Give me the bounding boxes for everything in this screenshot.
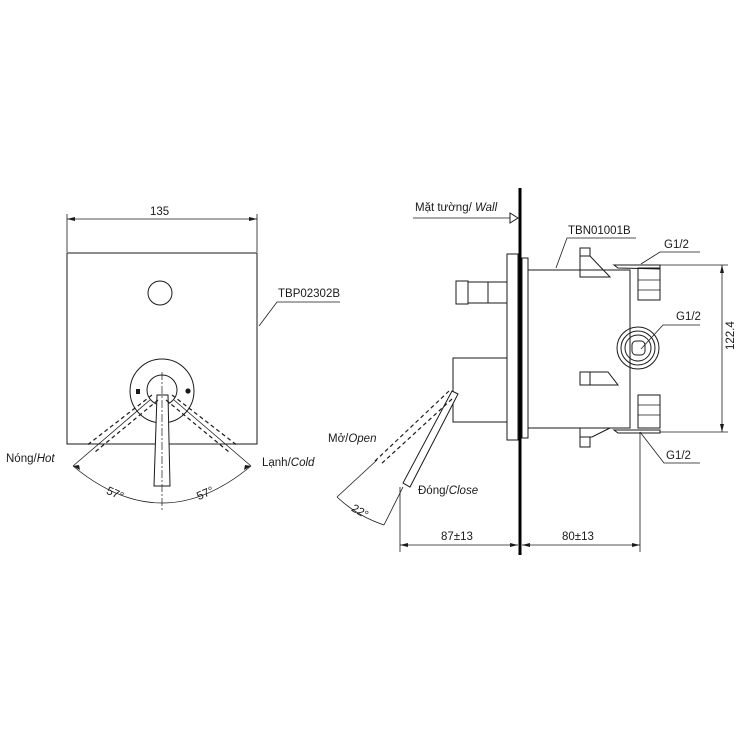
cold-indicator-icon xyxy=(185,388,191,394)
hot-angle: 57° xyxy=(104,485,125,503)
width-dimension: 135 xyxy=(150,206,169,218)
hot-indicator-icon xyxy=(136,389,140,394)
bottom-port xyxy=(637,394,661,429)
lever-closed xyxy=(402,390,459,488)
top-port xyxy=(637,267,661,301)
middle-port-label: G1/2 xyxy=(676,311,701,323)
close-label: Đóng/Close xyxy=(418,485,478,497)
valve-body-label: TBN01001B xyxy=(568,225,631,237)
faceplate-part-label: TBP02302B xyxy=(278,288,340,300)
middle-port xyxy=(616,326,660,370)
top-port-label: G1/2 xyxy=(664,239,689,251)
lever-front xyxy=(153,394,171,487)
handle-base-side xyxy=(452,357,508,423)
diverter-button xyxy=(147,280,173,306)
back-depth: 80±13 xyxy=(562,531,594,543)
front-depth: 87±13 xyxy=(441,531,473,543)
diverter-knob-side xyxy=(487,281,508,304)
faceplate-side xyxy=(506,253,519,441)
cold-angle: 57° xyxy=(195,485,216,503)
height-dimension: 122.4 xyxy=(725,321,737,350)
part-leader xyxy=(258,301,340,327)
cold-label: Lạnh/Cold xyxy=(262,457,315,469)
side-view: Mặt tường/ Wall 22° Mở/Open Đóng/Close xyxy=(328,188,737,555)
hot-label: Nóng/Hot xyxy=(6,453,55,465)
wall-label: Mặt tường/ Wall xyxy=(415,202,498,214)
front-view: 135 TBP02302B 57° 57° Nóng/Hot Lạnh/Cold xyxy=(6,206,340,510)
lever-angle: 22° xyxy=(349,503,370,522)
valve-body xyxy=(527,269,631,429)
open-label: Mở/Open xyxy=(328,433,376,445)
bottom-port-label: G1/2 xyxy=(666,450,691,462)
